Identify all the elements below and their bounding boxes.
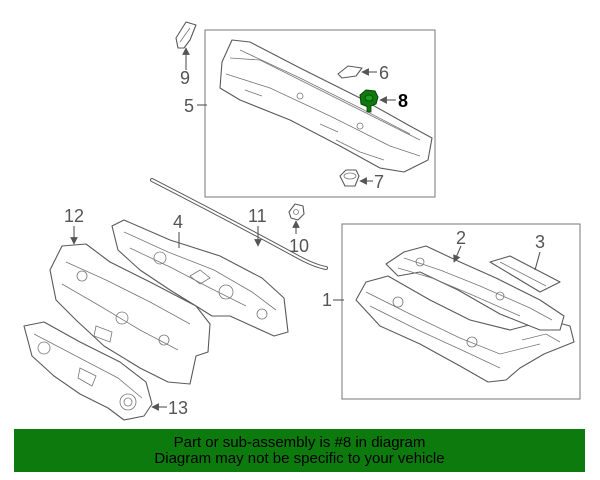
callout-6: 6 xyxy=(379,63,389,83)
callout-4: 4 xyxy=(173,212,183,232)
part-13-lower-insulator[interactable] xyxy=(23,321,153,421)
part-5-cowl-panel[interactable] xyxy=(219,39,433,173)
part-7-grommet[interactable] xyxy=(339,169,360,187)
part-8-nut-highlighted[interactable] xyxy=(359,89,379,113)
part-2-cowl-panel[interactable] xyxy=(385,245,565,331)
upper-group-frame xyxy=(204,29,436,198)
callout-10: 10 xyxy=(289,236,309,256)
lower-group-frame xyxy=(341,223,581,400)
callout-8: 8 xyxy=(398,91,408,111)
callout-9: 9 xyxy=(180,68,190,88)
leader-3 xyxy=(534,251,541,271)
part-6-seal[interactable] xyxy=(337,65,363,79)
part-3-pad[interactable] xyxy=(489,255,561,293)
part-11-weatherstrip[interactable] xyxy=(150,178,328,270)
info-banner: Part or sub-assembly is #8 in diagram Di… xyxy=(14,429,585,472)
banner-line-2: Diagram may not be specific to your vehi… xyxy=(154,449,445,467)
banner-line-1: Part or sub-assembly is #8 in diagram xyxy=(173,433,426,451)
callout-11: 11 xyxy=(248,206,267,226)
part-10-clip[interactable] xyxy=(288,203,305,221)
part-4-dash-insulator[interactable] xyxy=(111,219,289,337)
callout-12: 12 xyxy=(64,206,84,226)
part-12-dash-panel[interactable] xyxy=(49,243,211,385)
leader-2 xyxy=(453,245,462,263)
callout-1: 1 xyxy=(322,290,332,310)
callout-7: 7 xyxy=(374,172,384,192)
part-1-cowl-assembly[interactable] xyxy=(355,275,575,383)
part-9-clip[interactable] xyxy=(175,21,197,49)
callout-2: 2 xyxy=(456,228,466,248)
callout-13: 13 xyxy=(168,398,188,418)
callout-3: 3 xyxy=(535,232,545,252)
callout-5: 5 xyxy=(184,96,194,116)
